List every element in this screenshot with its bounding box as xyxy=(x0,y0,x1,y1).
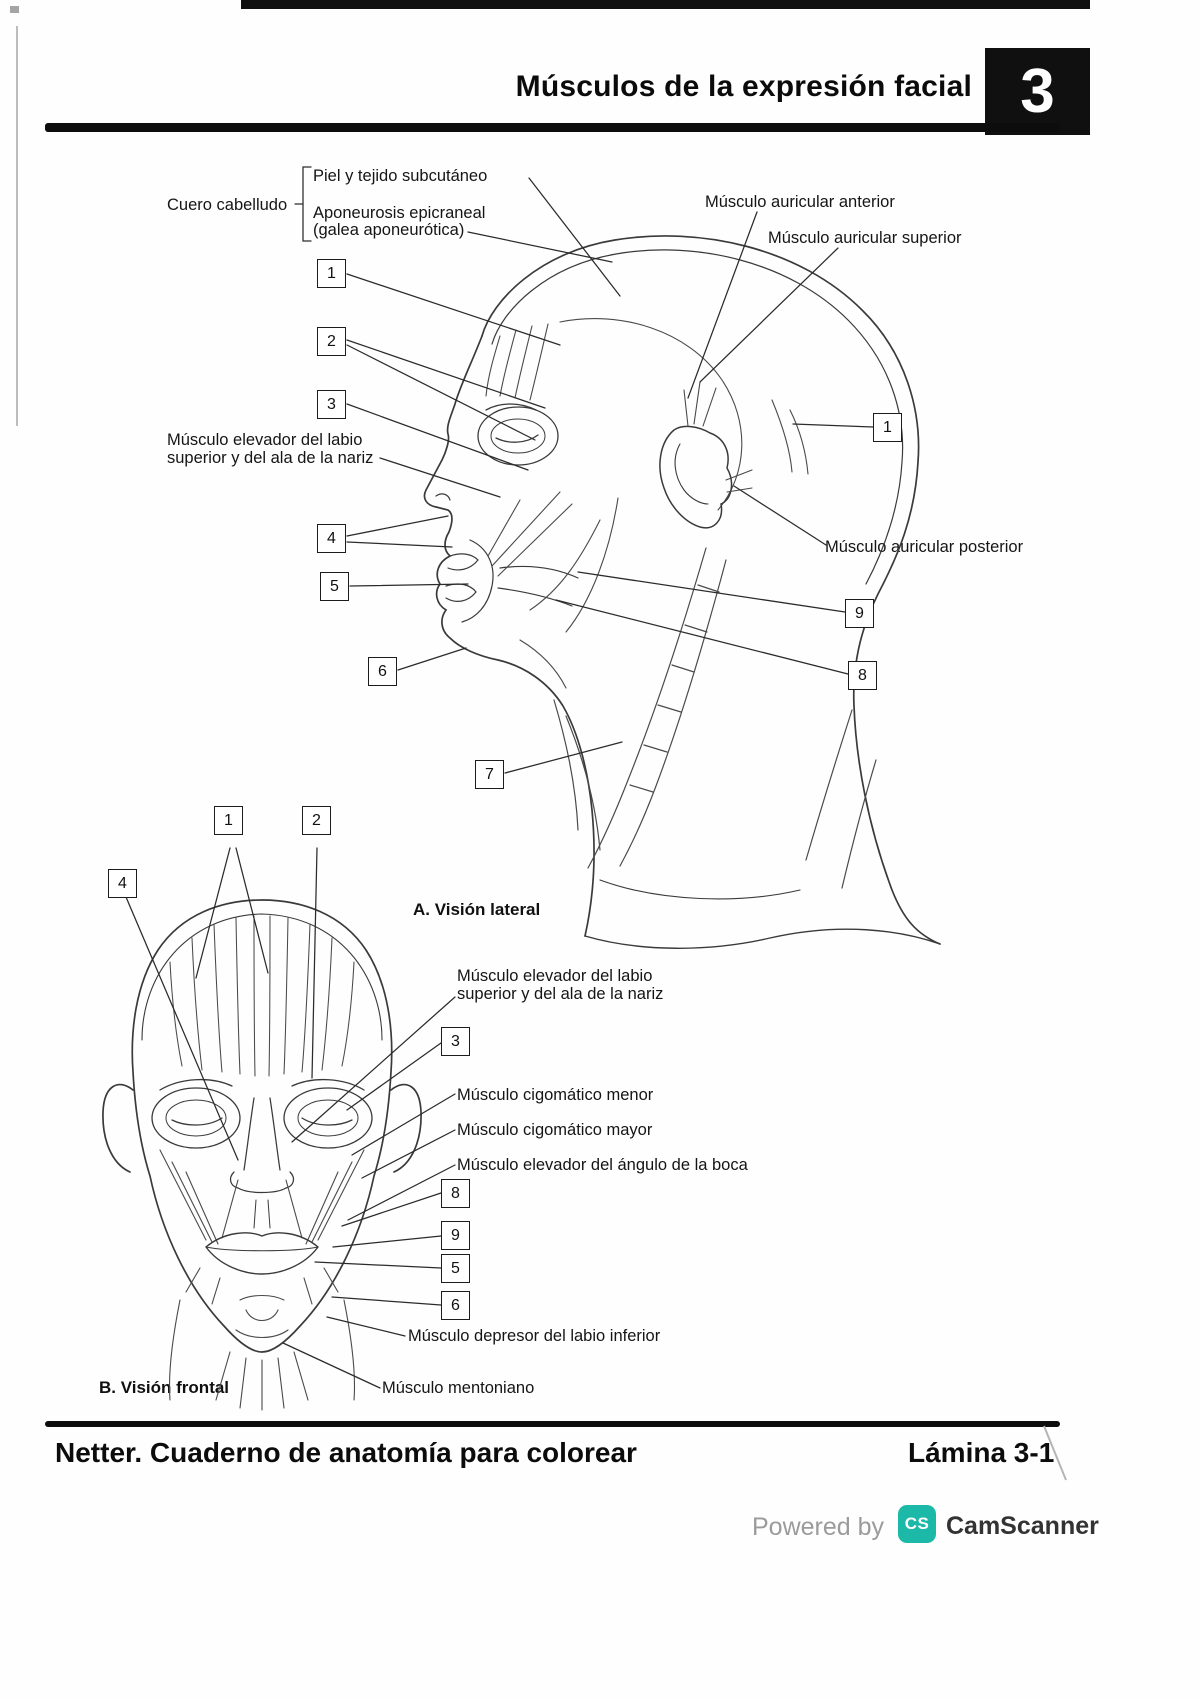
ref-box-a-1: 1 xyxy=(317,259,346,288)
chin-neck-fibers xyxy=(168,1267,356,1411)
label-zygomatic-major: Músculo cigomático mayor xyxy=(457,1121,653,1139)
ref-box-b-8: 8 xyxy=(441,1179,470,1208)
frontalis-fibers xyxy=(169,915,355,1077)
face-outline xyxy=(102,899,422,1353)
chapter-number-box: 3 xyxy=(985,48,1090,135)
footer-plate-label: Lámina 3-1 xyxy=(908,1437,1055,1468)
footer-rule xyxy=(45,1421,1060,1427)
powered-by-text: Powered by xyxy=(752,1513,885,1541)
auricular-muscle-fibers xyxy=(683,381,809,493)
ref-box-b-9: 9 xyxy=(441,1221,470,1250)
label-scalp-group: Cuero cabelludo xyxy=(167,196,288,214)
scan-artifact xyxy=(10,6,19,13)
label-auricular-superior: Músculo auricular superior xyxy=(768,229,962,247)
ref-box-b-3: 3 xyxy=(441,1027,470,1056)
ref-box-a-6: 6 xyxy=(368,657,397,686)
label-depressor-labii: Músculo depresor del labio inferior xyxy=(408,1327,661,1345)
ref-box-a-9: 9 xyxy=(845,599,874,628)
ref-box-a-3: 3 xyxy=(317,390,346,419)
eyes-region xyxy=(151,1078,373,1149)
camscanner-brand-text: CamScanner xyxy=(946,1512,1099,1540)
label-levator-labii-a: Músculo elevador del labio superior y de… xyxy=(167,431,374,467)
mouth-region xyxy=(205,1199,319,1275)
nose-region xyxy=(229,1097,295,1194)
ref-box-b-2: 2 xyxy=(302,806,331,835)
figure-b-caption: B. Visión frontal xyxy=(99,1378,230,1397)
camscanner-logo-text: CS xyxy=(904,1514,930,1533)
label-skin: Piel y tejido subcutáneo xyxy=(313,167,488,185)
ref-box-a-2: 2 xyxy=(317,327,346,356)
figure-a-caption: A. Visión lateral xyxy=(413,900,541,919)
label-levator-labii-b: Músculo elevador del labio superior y de… xyxy=(457,967,664,1003)
label-mentalis: Músculo mentoniano xyxy=(382,1379,535,1397)
footer-book-title: Netter. Cuaderno de anatomía para colore… xyxy=(55,1437,637,1468)
nose-mouth-region xyxy=(435,493,579,623)
figure-b-frontal-face-illustration xyxy=(102,899,422,1411)
label-levator-anguli: Músculo elevador del ángulo de la boca xyxy=(457,1156,748,1174)
ref-box-a-5: 5 xyxy=(320,572,349,601)
page-title: Músculos de la expresión facial xyxy=(515,70,972,103)
label-aponeurosis-line2: (galea aponeurótica) xyxy=(313,221,465,239)
chapter-number: 3 xyxy=(1020,56,1055,126)
cheek-muscle-fibers xyxy=(487,491,619,689)
label-aponeurosis-line1: Aponeurosis epicraneal xyxy=(313,204,486,222)
scalp-bracket xyxy=(302,166,312,242)
label-auricular-anterior: Músculo auricular anterior xyxy=(705,193,895,211)
ref-box-b-4: 4 xyxy=(108,869,137,898)
header-top-strip xyxy=(241,0,1090,9)
ref-box-a-8: 8 xyxy=(848,661,877,690)
ref-box-b-1: 1 xyxy=(214,806,243,835)
ref-box-a-1-right: 1 xyxy=(873,413,902,442)
cheek-muscle-fibers xyxy=(159,1149,365,1245)
ear xyxy=(659,425,733,529)
ref-box-b-6: 6 xyxy=(441,1291,470,1320)
figure-a-lateral-head-illustration xyxy=(423,235,941,949)
eye-region xyxy=(477,403,559,466)
neck-muscle-fibers xyxy=(553,547,877,889)
ref-box-a-4: 4 xyxy=(317,524,346,553)
forehead-muscle-fibers xyxy=(485,318,743,511)
header-rule xyxy=(45,123,1060,132)
label-auricular-posterior: Músculo auricular posterior xyxy=(825,538,1024,556)
ref-box-a-7: 7 xyxy=(475,760,504,789)
ref-box-b-5: 5 xyxy=(441,1254,470,1283)
label-zygomatic-minor: Músculo cigomático menor xyxy=(457,1086,654,1104)
camscanner-logo-icon: CS xyxy=(898,1505,936,1543)
scan-edge-line xyxy=(16,26,18,426)
